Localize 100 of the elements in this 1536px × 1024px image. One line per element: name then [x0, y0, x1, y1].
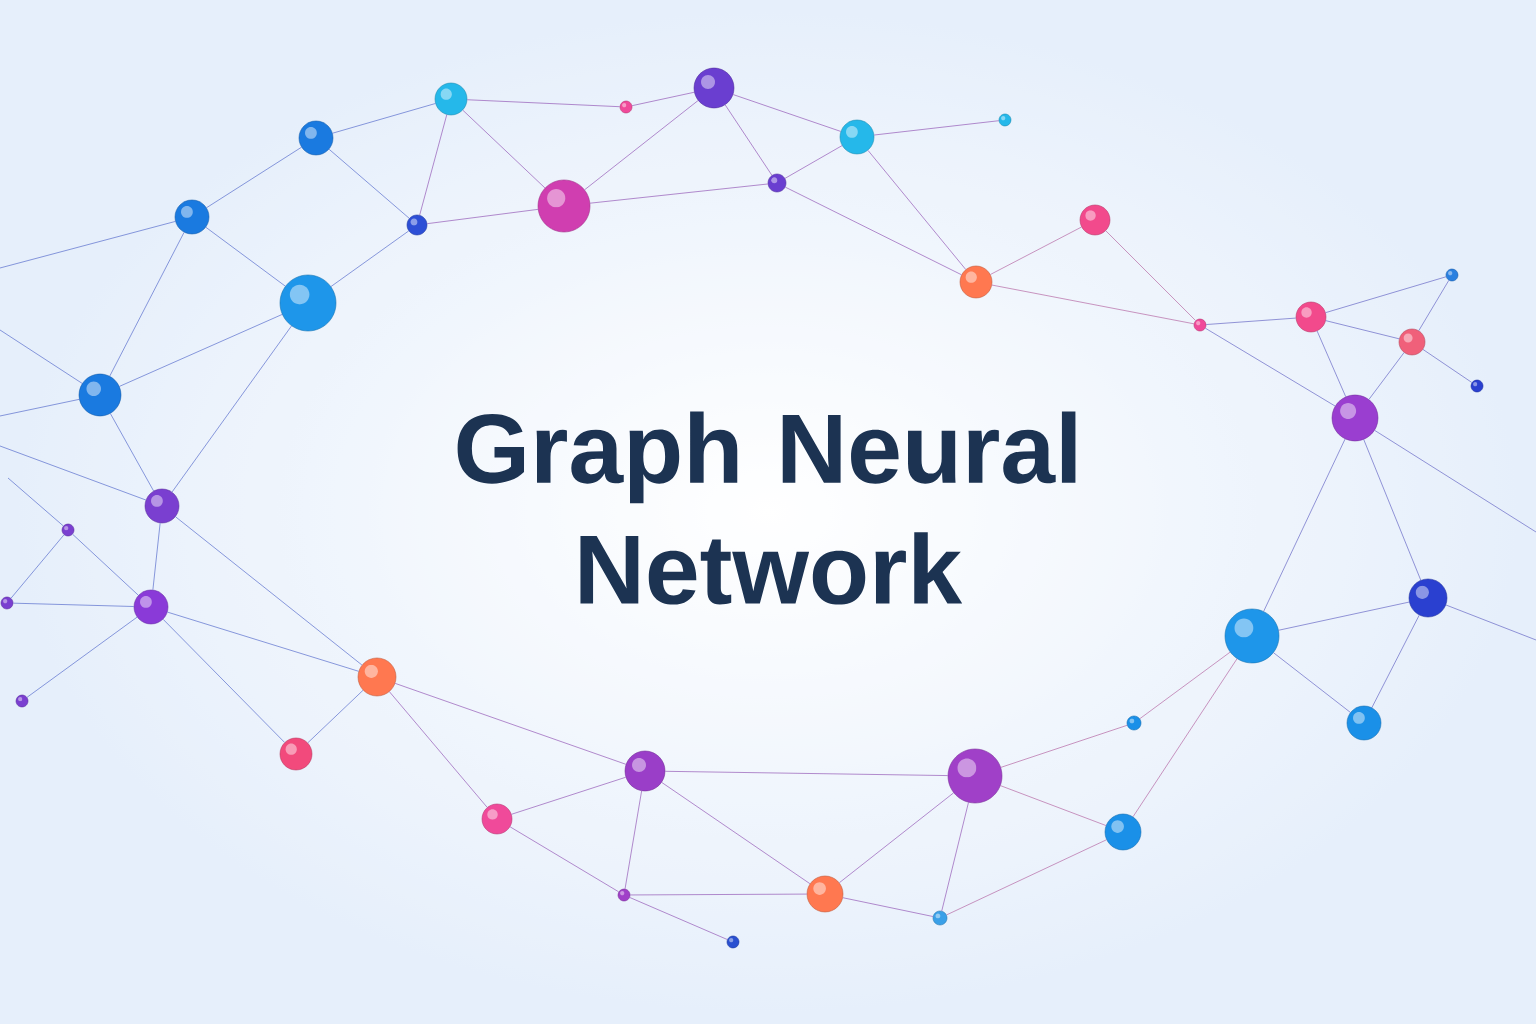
- network-node: [1079, 204, 1111, 236]
- network-node: [0, 596, 14, 610]
- network-node: [1408, 578, 1448, 618]
- connector-line: [7, 477, 64, 527]
- connector-line: [1325, 276, 1447, 313]
- connector-line: [10, 534, 65, 599]
- connector-line: [466, 99, 621, 108]
- connector-line: [624, 790, 642, 890]
- network-node: [1470, 379, 1484, 393]
- connector-line: [1418, 280, 1450, 331]
- network-node: [617, 888, 631, 902]
- network-node: [1398, 328, 1426, 356]
- connector-line: [664, 771, 949, 776]
- connector-line: [307, 689, 364, 744]
- connector-line: [1445, 604, 1536, 641]
- connector-line: [873, 120, 1000, 136]
- connector-line: [1000, 785, 1107, 826]
- connector-line: [867, 150, 966, 270]
- connector-line: [941, 802, 969, 912]
- connector-line: [162, 619, 285, 743]
- connector-line: [1371, 614, 1420, 708]
- network-node: [174, 199, 210, 235]
- connector-line: [1278, 601, 1410, 631]
- network-node: [279, 274, 337, 332]
- connector-line: [732, 94, 841, 132]
- connector-line: [152, 522, 161, 591]
- connector-line: [509, 826, 619, 893]
- connector-line: [584, 100, 699, 191]
- connector-line: [167, 611, 359, 672]
- connector-line: [394, 683, 627, 765]
- connector-line: [1273, 652, 1351, 713]
- network-node: [998, 113, 1012, 127]
- network-node: [406, 214, 428, 236]
- connector-line: [990, 226, 1082, 275]
- network-node: [767, 173, 787, 193]
- connector-line: [1132, 658, 1238, 818]
- connector-line: [1363, 439, 1422, 581]
- connector-line: [724, 104, 773, 176]
- connector-line: [661, 782, 811, 884]
- connector-line: [175, 516, 363, 666]
- connector-line: [26, 616, 138, 698]
- network-node: [959, 265, 993, 299]
- connector-line: [629, 893, 808, 896]
- network-node: [78, 373, 122, 417]
- connector-line: [991, 284, 1195, 325]
- network-node: [726, 935, 740, 949]
- connector-line: [784, 145, 843, 179]
- network-node: [357, 657, 397, 697]
- connector-line: [842, 897, 934, 917]
- network-node: [806, 875, 844, 913]
- connector-line: [0, 221, 176, 269]
- connector-line: [946, 839, 1107, 916]
- connector-line: [1139, 651, 1231, 719]
- connector-line: [1105, 230, 1196, 321]
- connector-line: [171, 325, 292, 493]
- network-node: [1224, 608, 1280, 664]
- network-node: [434, 82, 468, 116]
- network-node: [1193, 318, 1207, 332]
- network-node: [1126, 715, 1142, 731]
- connector-line: [1368, 352, 1405, 400]
- connector-line: [426, 209, 539, 224]
- network-node: [693, 67, 735, 109]
- connector-line: [110, 413, 154, 492]
- connector-line: [462, 109, 546, 189]
- connector-line: [1422, 349, 1473, 383]
- network-node: [1445, 268, 1459, 282]
- connector-line: [511, 776, 627, 815]
- connector-line: [1205, 317, 1297, 325]
- connector-line: [119, 314, 283, 387]
- network-node: [481, 803, 513, 835]
- network-node: [15, 694, 29, 708]
- connector-line: [206, 146, 302, 209]
- connector-line: [12, 602, 135, 607]
- connector-line: [629, 897, 728, 940]
- connector-line: [1263, 438, 1346, 612]
- network-node: [1346, 705, 1382, 741]
- connector-line: [332, 103, 436, 134]
- network-node: [932, 910, 948, 926]
- network-node: [947, 748, 1003, 804]
- network-node: [144, 488, 180, 524]
- network-node: [1104, 813, 1142, 851]
- title: Graph Neural Network: [457, 411, 1076, 605]
- connector-line: [631, 91, 695, 106]
- network-node: [1295, 301, 1327, 333]
- connector-line: [0, 329, 83, 384]
- connector-line: [1325, 320, 1400, 340]
- network-node: [61, 523, 75, 537]
- connector-line: [328, 148, 410, 219]
- connector-line: [1205, 327, 1336, 407]
- network-node: [537, 179, 591, 233]
- connector-line: [109, 232, 185, 377]
- network-node: [298, 120, 334, 156]
- network-node: [133, 589, 169, 625]
- connector-line: [330, 230, 409, 287]
- connector-line: [785, 186, 962, 276]
- network-node: [619, 100, 633, 114]
- connector-line: [1374, 430, 1536, 533]
- connector-line: [389, 691, 488, 808]
- connector-line: [0, 399, 80, 417]
- network-node: [624, 750, 666, 792]
